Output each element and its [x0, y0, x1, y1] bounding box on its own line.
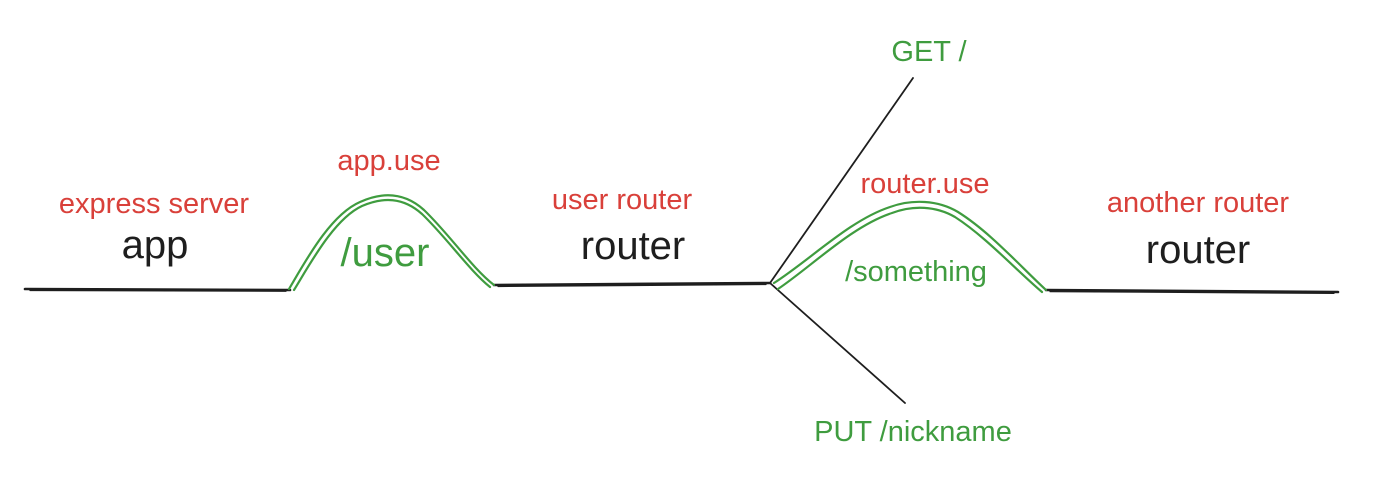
- user-router-label: router: [581, 224, 686, 268]
- user-router-segment: [492, 281, 772, 288]
- app-label: app: [122, 223, 189, 267]
- app-use-path: /user: [341, 231, 430, 275]
- put-branch-line: [769, 282, 906, 404]
- user-router-caption: user router: [552, 184, 693, 216]
- router-use-mount-arc: [772, 200, 1048, 294]
- router-use-path: /something: [845, 256, 987, 288]
- another-router-label: router: [1146, 228, 1251, 272]
- another-router-segment: [1044, 288, 1340, 294]
- get-branch-line: [769, 77, 914, 284]
- router-use-label: router.use: [861, 168, 990, 200]
- app-use-label: app.use: [337, 145, 440, 177]
- put-route-label: PUT /nickname: [814, 416, 1012, 448]
- app-segment: [23, 287, 292, 292]
- app-caption: express server: [59, 188, 250, 220]
- another-router-caption: another router: [1107, 187, 1290, 219]
- get-route-label: GET /: [891, 36, 967, 68]
- app-use-mount-arc: [287, 194, 496, 292]
